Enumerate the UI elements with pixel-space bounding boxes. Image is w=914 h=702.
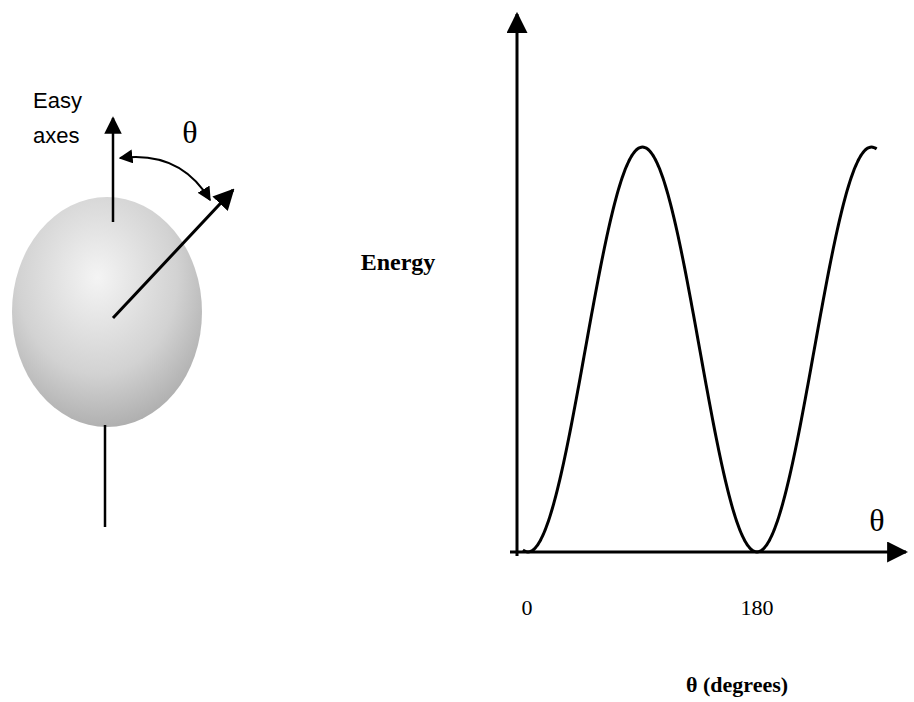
- particle-sphere: [12, 197, 202, 427]
- y-axis-title: Energy: [361, 250, 436, 274]
- tick-label: 0: [522, 597, 533, 619]
- x-axis-title: θ (degrees): [686, 674, 788, 696]
- y-axis: [516, 14, 519, 556]
- x-axis: [510, 551, 906, 554]
- x-axis-symbol: θ: [869, 504, 884, 536]
- energy-curve: [523, 147, 877, 552]
- tick-label: 180: [741, 597, 774, 619]
- angle-symbol: θ: [182, 116, 197, 148]
- angle-arc: [120, 157, 210, 200]
- magnetization-arrow: [113, 190, 233, 318]
- easy-axis-arrow: [112, 118, 115, 222]
- easy-axis-line: [104, 425, 107, 527]
- axis-label: Easy axes: [33, 83, 113, 153]
